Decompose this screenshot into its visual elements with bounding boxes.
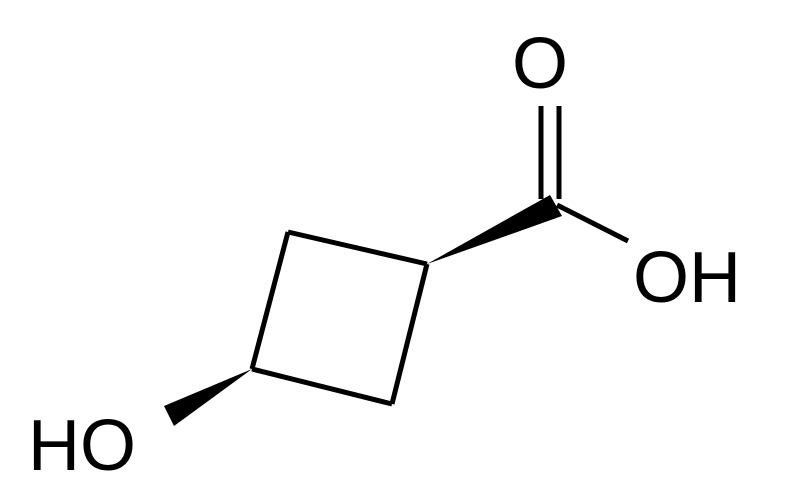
wedge-bond-to-hydroxyl [164,369,252,426]
carboxyl-oh-bond [555,202,630,244]
ring-bond-right [389,263,430,405]
ring-bond-left [249,231,291,370]
ring-bond-bottom [251,366,393,407]
ring-bond-top [287,229,428,267]
carbonyl-oxygen-label: O [512,24,568,104]
cyclobutane-ring [249,229,430,407]
acid-hydroxyl-label: OH [633,238,741,318]
carboxyl-group: O OH [512,24,741,318]
wedge-bond-to-carboxyl [427,195,562,264]
ring-hydroxyl-label: HO [28,406,136,486]
